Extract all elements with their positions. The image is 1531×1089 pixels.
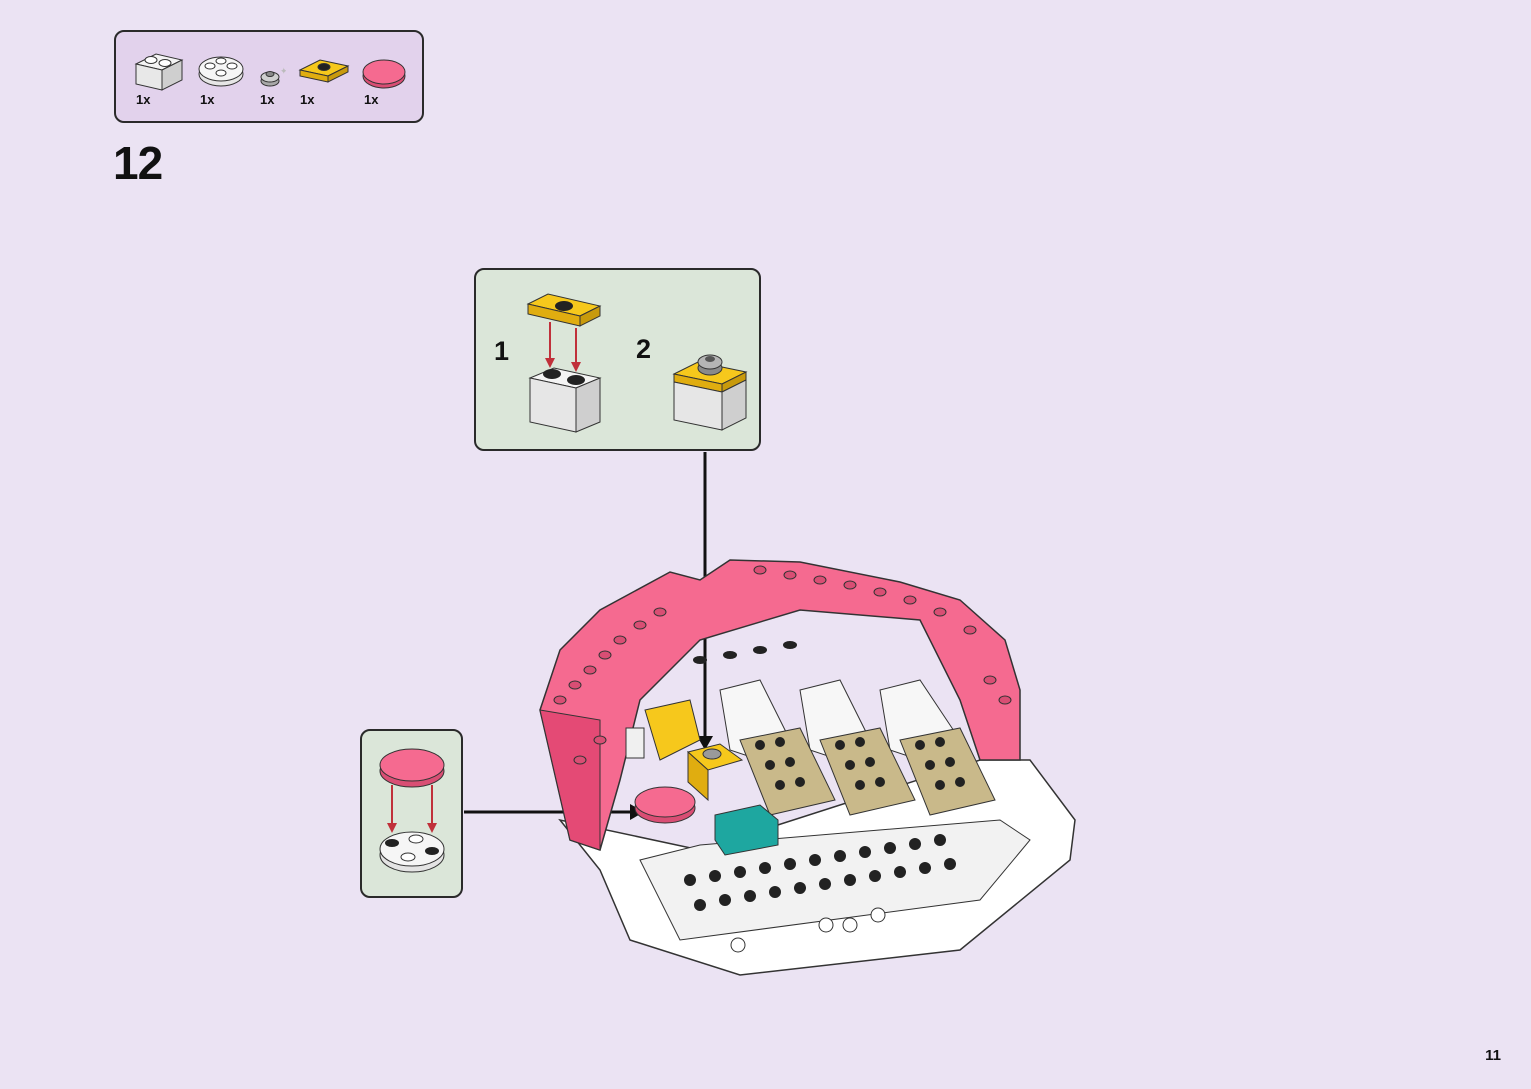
yellow-jumper-plate-1x2-icon [296, 54, 352, 90]
sub-assembly-top: 1 2 [474, 268, 761, 451]
parts-list: 1x 1x ✦ 1x 1x [114, 30, 424, 123]
sub-assembly-left-illustration [362, 731, 461, 896]
sub-step-1-illustration [528, 294, 600, 432]
part-qty: 1x [260, 92, 274, 107]
sub-step-2-illustration [674, 355, 746, 430]
svg-text:✦: ✦ [280, 66, 286, 76]
white-round-plate-2x2-icon [196, 50, 246, 90]
white-brick-1x2-icon [132, 40, 184, 92]
step-number: 12 [113, 136, 162, 190]
page-number: 11 [1485, 1047, 1501, 1064]
sub-assembly-illustration [476, 270, 759, 449]
part-qty: 1x [364, 92, 378, 107]
sub-assembly-left [360, 729, 463, 898]
part-qty: 1x [300, 92, 314, 107]
pink-round-tile-2x2-icon [360, 56, 410, 92]
part-qty: 1x [136, 92, 150, 107]
grey-round-plate-1x1-icon: ✦ [258, 66, 286, 90]
part-qty: 1x [200, 92, 214, 107]
